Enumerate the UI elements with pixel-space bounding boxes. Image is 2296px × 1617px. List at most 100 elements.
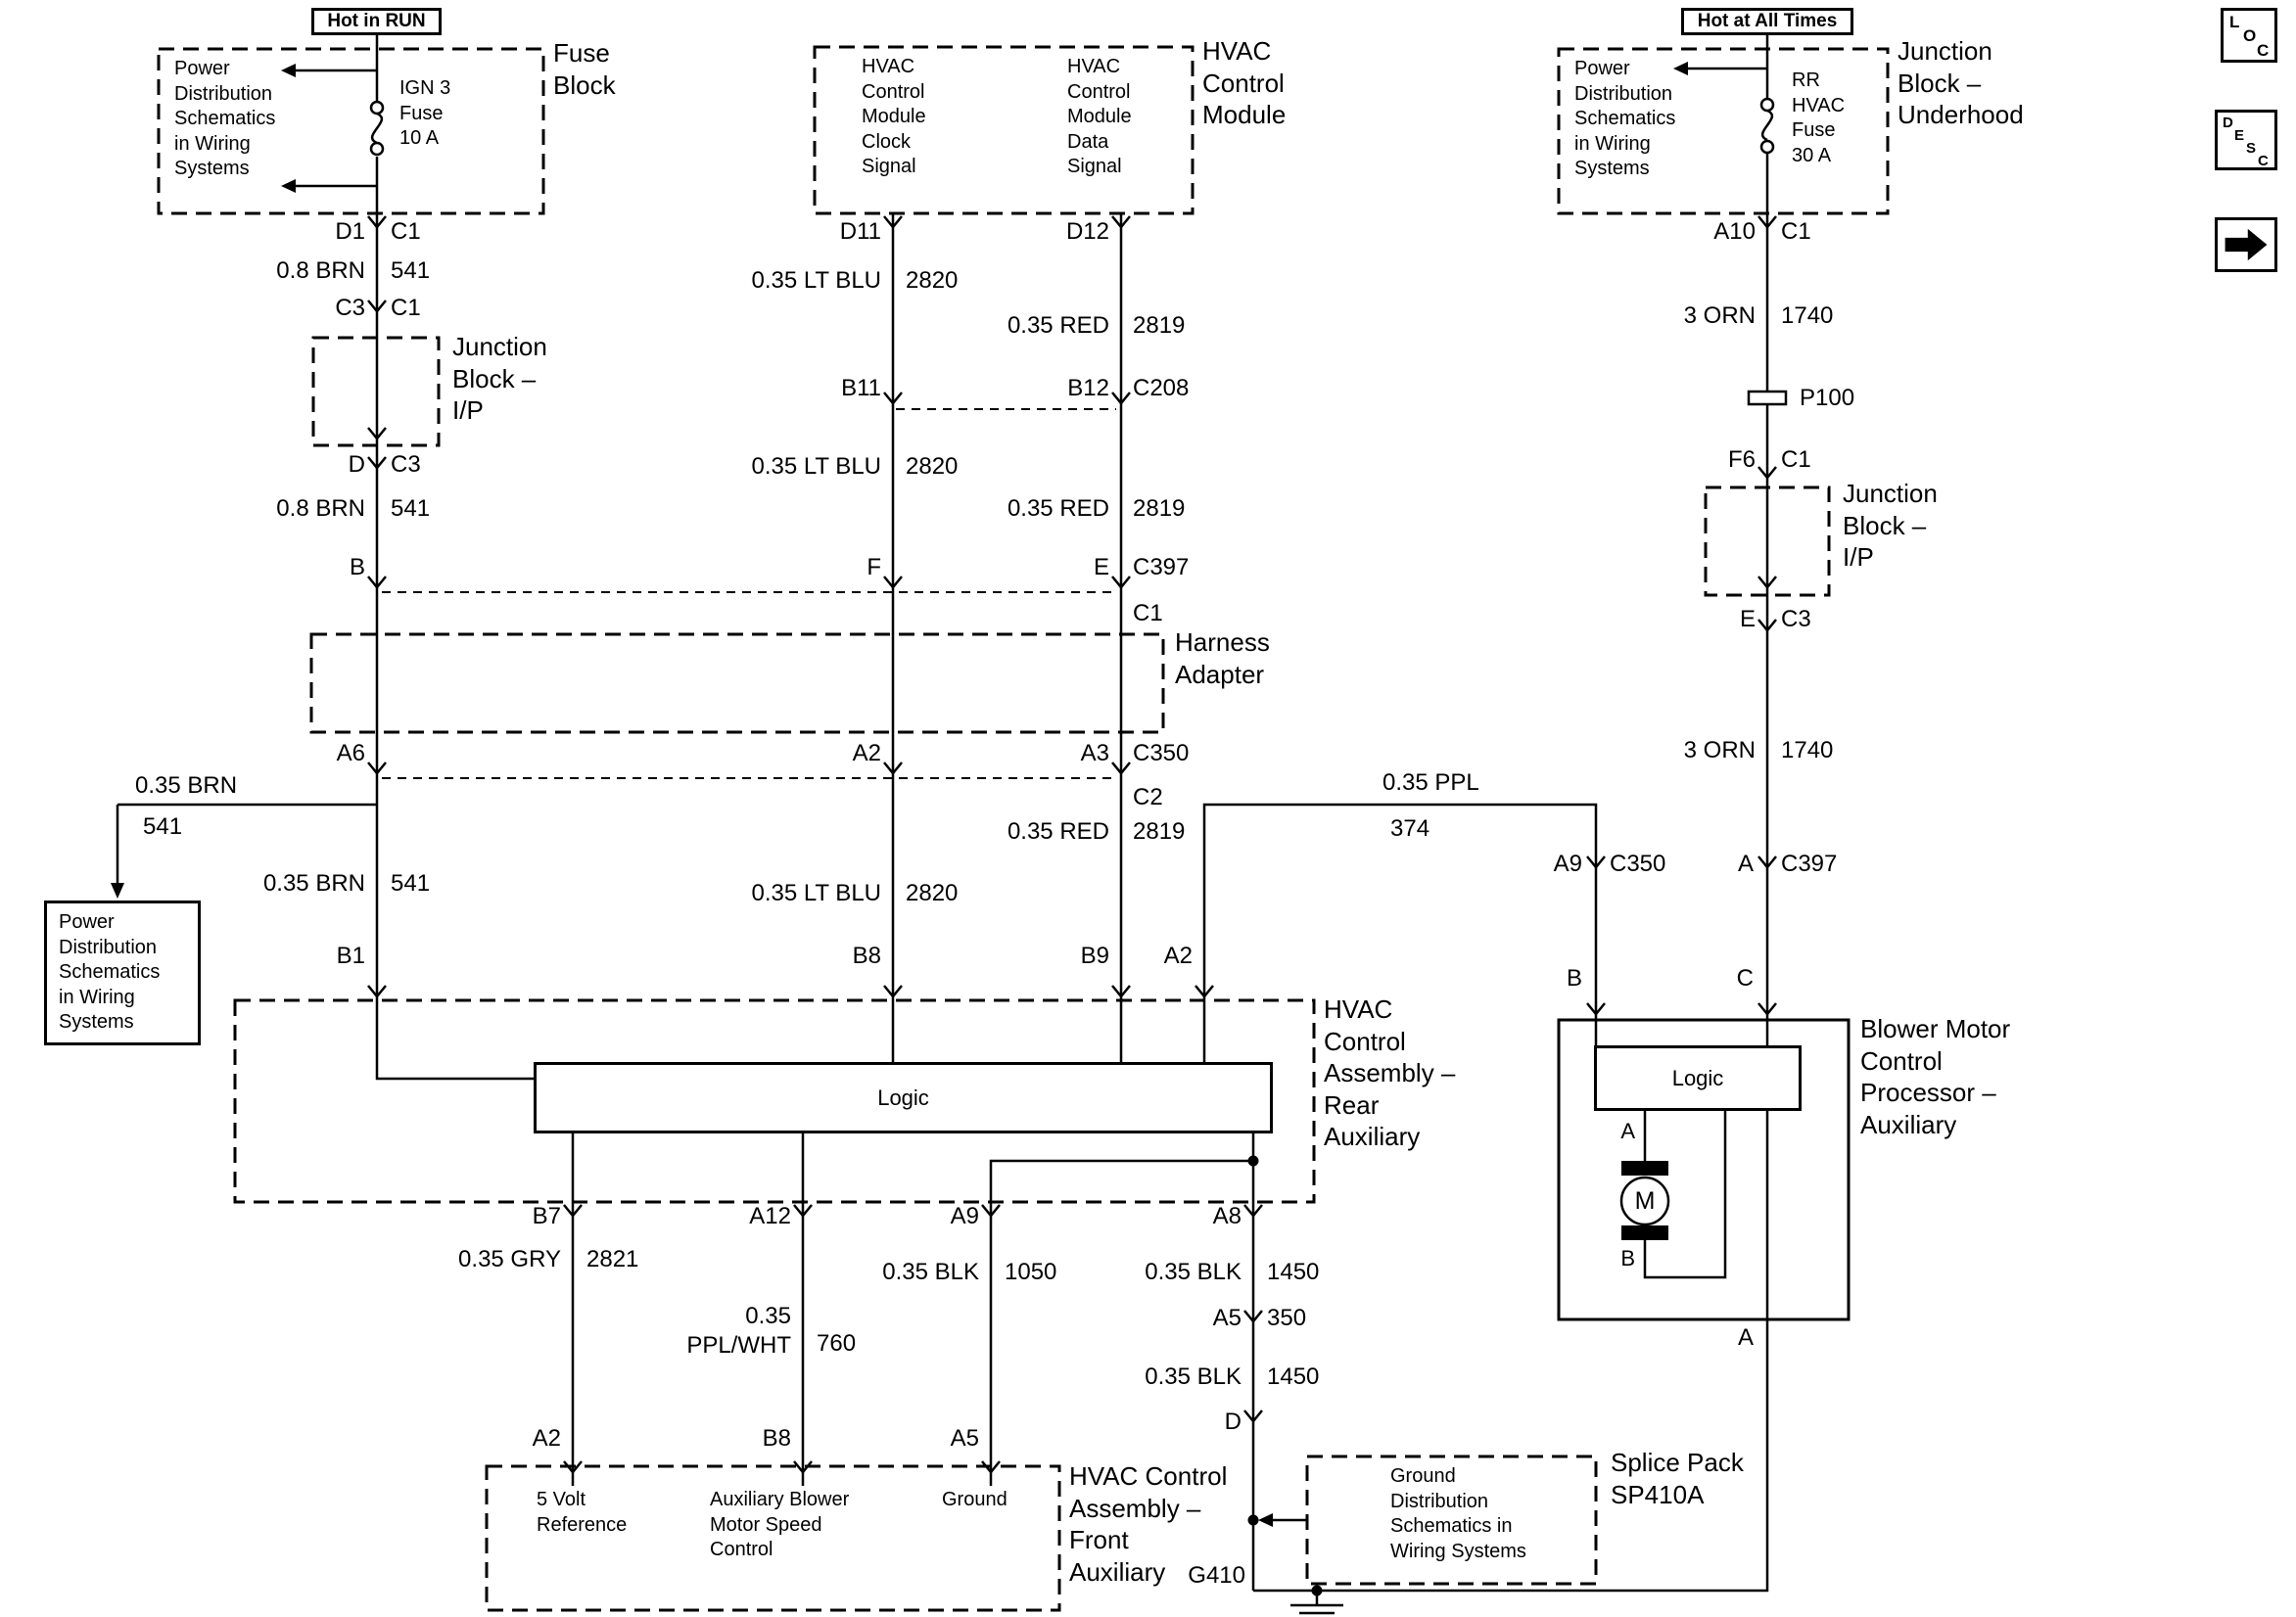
next-page-button[interactable] bbox=[2215, 217, 2277, 272]
harness-adapter-outline bbox=[309, 632, 1165, 734]
rear-aux-title: HVAC Control Assembly – Rear Auxiliary bbox=[1324, 994, 1456, 1151]
pin-d11: D11 bbox=[839, 218, 881, 245]
front-aux-blower-ctl: Auxiliary Blower Motor Speed Control bbox=[710, 1489, 850, 1561]
wire-ppl-circuit: 374 bbox=[1390, 815, 1430, 842]
ground-g410-label: G410 bbox=[1188, 1562, 1245, 1589]
jb-underhood-title: Junction Block – Underhood bbox=[1898, 36, 2024, 129]
pin-b8: B8 bbox=[852, 943, 881, 969]
pin-b7: B7 bbox=[532, 1203, 561, 1229]
desc-letter-c: C bbox=[2258, 153, 2269, 169]
wire-red1-circuit: 2819 bbox=[1133, 312, 1186, 339]
wire-blu3-circuit: 2820 bbox=[906, 880, 959, 906]
wire-red2-color: 0.35 RED bbox=[1007, 495, 1109, 522]
connector-c2: C2 bbox=[1133, 784, 1163, 810]
wire-orn1-color: 3 ORN bbox=[1683, 302, 1756, 329]
pin-350: 350 bbox=[1267, 1305, 1307, 1331]
pin-c1-a: C1 bbox=[391, 218, 421, 245]
connector-c350-mid: C350 bbox=[1133, 740, 1190, 766]
wire-brn4-circuit: 541 bbox=[391, 870, 431, 897]
wire-brn2-color: 0.8 BRN bbox=[276, 495, 365, 522]
p100-connector-symbol bbox=[1747, 390, 1788, 406]
wire-blu2-color: 0.35 LT BLU bbox=[751, 453, 881, 480]
wire-blk2-color: 0.35 BLK bbox=[1145, 1259, 1242, 1285]
desc-letter-s: S bbox=[2246, 140, 2257, 157]
hot-at-all-times-banner: Hot at All Times bbox=[1681, 8, 1853, 35]
front-aux-title: HVAC Control Assembly – Front Auxiliary bbox=[1069, 1461, 1228, 1587]
wire-red3-circuit: 2819 bbox=[1133, 818, 1186, 845]
pin-a2-mid: A2 bbox=[852, 740, 881, 766]
ground-dist-text: Ground Distribution Schematics in Wiring… bbox=[1390, 1465, 1526, 1562]
desc-button[interactable]: D E S C bbox=[2215, 110, 2277, 170]
wire-blk3-color: 0.35 BLK bbox=[1145, 1363, 1242, 1390]
wire-brn1-color: 0.8 BRN bbox=[276, 257, 365, 284]
pin-a10: A10 bbox=[1713, 218, 1756, 245]
front-aux-ground: Ground bbox=[942, 1489, 1007, 1510]
loc-letter-l: L bbox=[2229, 13, 2240, 31]
loc-button[interactable]: L O C bbox=[2221, 8, 2277, 63]
pin-d1: D1 bbox=[335, 218, 365, 245]
harness-adapter-title: Harness Adapter bbox=[1175, 627, 1270, 689]
rr-hvac-fuse-label: RR HVAC Fuse 30 A bbox=[1792, 69, 1846, 166]
pin-b: B bbox=[349, 554, 365, 580]
pin-c1-r1: C1 bbox=[1781, 218, 1811, 245]
hot-in-run-banner: Hot in RUN bbox=[311, 8, 442, 35]
power-dist-ref-text: Power Distribution Schematics in Wiring … bbox=[59, 911, 161, 1034]
hvac-data-signal: HVAC Control Module Data Signal bbox=[1067, 56, 1132, 178]
blower-motor-symbol bbox=[1619, 1161, 1670, 1240]
pin-a3: A3 bbox=[1080, 740, 1109, 766]
pin-d12: D12 bbox=[1065, 218, 1109, 245]
pin-a-out: A bbox=[1737, 1324, 1754, 1351]
right-arrow-icon bbox=[2225, 228, 2268, 261]
wire-blu3-color: 0.35 LT BLU bbox=[751, 880, 881, 906]
desc-letter-e: E bbox=[2234, 127, 2245, 144]
pin-a8: A8 bbox=[1212, 1203, 1242, 1229]
hvac-clock-signal: HVAC Control Module Clock Signal bbox=[862, 56, 926, 178]
power-dist-ref-box bbox=[44, 901, 201, 1045]
wire-blk2-circuit: 1450 bbox=[1267, 1259, 1320, 1285]
wire-pplwht-color: 0.35 PPL/WHT bbox=[686, 1303, 791, 1359]
jb-ip-left-title: Junction Block – I/P bbox=[452, 332, 547, 425]
connector-chevrons-and-junction-dots bbox=[367, 215, 1777, 1596]
pin-a2-f: A2 bbox=[532, 1425, 561, 1452]
pin-c3-r: C3 bbox=[1781, 606, 1811, 632]
fuse-block-title: Fuse Block bbox=[553, 38, 616, 100]
pin-c3-b: C3 bbox=[391, 451, 421, 478]
pin-e-r: E bbox=[1739, 606, 1756, 632]
rear-aux-outline bbox=[233, 998, 1316, 1204]
connector-c208: C208 bbox=[1133, 375, 1190, 401]
jb-ip-right-title: Junction Block – I/P bbox=[1843, 479, 1938, 572]
pin-b1: B1 bbox=[336, 943, 365, 969]
loc-letter-o: O bbox=[2243, 26, 2257, 45]
wire-orn2-color: 3 ORN bbox=[1683, 737, 1756, 763]
wire-brn4-color: 0.35 BRN bbox=[262, 870, 365, 897]
connector-c397-r: C397 bbox=[1781, 851, 1838, 877]
hvac-module-outline bbox=[813, 45, 1195, 215]
wires bbox=[116, 35, 1769, 1593]
pin-b-r: B bbox=[1566, 965, 1582, 992]
wire-red2-circuit: 2819 bbox=[1133, 495, 1186, 522]
connector-c1-mid: C1 bbox=[1133, 600, 1163, 626]
pin-c1-r2: C1 bbox=[1781, 446, 1811, 473]
wire-red3-color: 0.35 RED bbox=[1007, 818, 1109, 845]
loc-letter-c: C bbox=[2257, 41, 2270, 60]
wire-brn2-circuit: 541 bbox=[391, 495, 431, 522]
wire-pplwht-circuit: 760 bbox=[817, 1330, 857, 1357]
wire-gry-circuit: 2821 bbox=[586, 1246, 639, 1272]
splice-pack-label: Splice Pack SP410A bbox=[1611, 1448, 1744, 1509]
blower-pin-a: A bbox=[1620, 1119, 1635, 1143]
pin-c1-b: C1 bbox=[391, 295, 421, 321]
wire-gry-color: 0.35 GRY bbox=[458, 1246, 561, 1272]
arrowheads bbox=[111, 62, 1688, 1527]
pin-b12: B12 bbox=[1067, 375, 1109, 401]
wire-brn3-color: 0.35 BRN bbox=[135, 772, 238, 799]
pin-a-r: A bbox=[1737, 851, 1754, 877]
fuse-block-outline bbox=[157, 47, 545, 215]
blower-processor-outline bbox=[1557, 1018, 1851, 1321]
wire-blk1-circuit: 1050 bbox=[1005, 1259, 1057, 1285]
fuse-symbol-ign3 bbox=[369, 100, 385, 157]
connector-c397-mid: C397 bbox=[1133, 554, 1190, 580]
jb-underhood-power-dist: Power Distribution Schematics in Wiring … bbox=[1574, 58, 1676, 180]
pin-e: E bbox=[1093, 554, 1109, 580]
